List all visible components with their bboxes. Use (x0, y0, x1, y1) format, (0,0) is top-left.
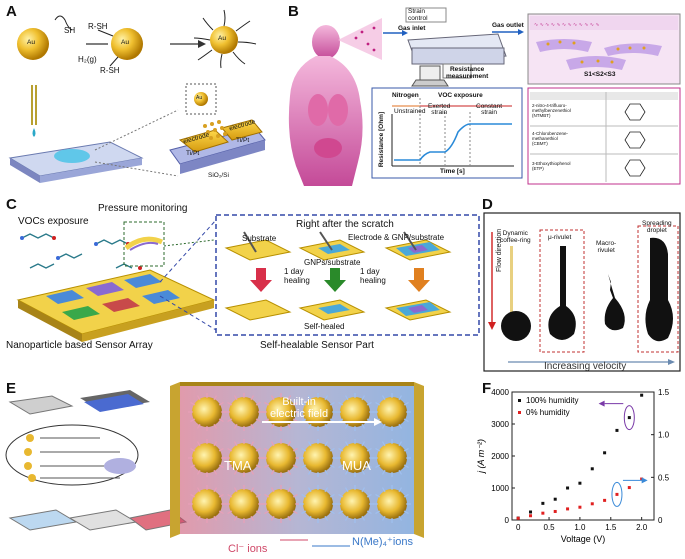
panel-letter-a: A (6, 3, 17, 20)
graph-xlabel: Time [s] (440, 168, 465, 175)
right-after-scratch-label: Right after the scratch (296, 219, 394, 230)
data-point-humid (553, 497, 557, 501)
graph-nitrogen-label: Nitrogen (392, 92, 419, 99)
data-point-dry (578, 505, 582, 509)
graph-constant-label: Constant strain (476, 103, 503, 116)
panel-letter-f: F (482, 380, 492, 397)
strain-order-label: S1<S2<S3 (584, 71, 616, 78)
y2-tick-label: 0 (658, 516, 663, 525)
annotation-ellipse-dry (611, 481, 623, 507)
legend-label: 100% humidity (526, 396, 578, 405)
x-tick-label: 1.5 (605, 523, 617, 532)
au-label-2: Au (121, 39, 129, 46)
data-point-dry (541, 511, 545, 515)
data-point-humid (603, 451, 607, 455)
data-point-humid (578, 481, 582, 485)
tipt-right-label: Ti/Pt (236, 137, 250, 144)
healing-label-1: 1 day healing (284, 267, 310, 285)
self-healable-part-label: Self-healable Sensor Part (260, 340, 374, 351)
graph-exerted-label: Exerted strain (428, 103, 451, 116)
resistance-measurement-label: Resistance measurement (446, 66, 489, 80)
builtin-field-label: Built-in electric field (270, 396, 329, 420)
data-point-dry (590, 502, 594, 506)
d-label-micro-rivulet: μ-rivulet (548, 234, 572, 241)
annotation-arrowhead-left (598, 400, 605, 407)
gas-inlet-label: Gas inlet (398, 25, 426, 32)
annotation-ellipse-humid (623, 405, 635, 431)
rsh-bottom-label: R-SH (100, 66, 120, 75)
substrate-tile-label: Substrate (242, 234, 277, 243)
annotation-arrowhead-right (641, 477, 648, 484)
data-point-dry (529, 514, 533, 518)
y2-tick-label: 1.0 (658, 431, 670, 440)
legend-label: 0% humidity (526, 408, 570, 417)
x-tick-label: 1.0 (574, 523, 586, 532)
data-point-dry (516, 516, 520, 520)
data-point-humid (615, 428, 619, 432)
x-axis-label: Voltage (V) (561, 534, 606, 544)
data-point-humid (566, 486, 570, 490)
rsh-top-label: R-SH (88, 22, 108, 31)
y-tick-label: 3000 (491, 420, 509, 429)
gnps-substrate-label: GNPs/substrate (304, 258, 361, 267)
au-label-1: Au (27, 39, 35, 46)
y2-tick-label: 0.5 (658, 473, 670, 482)
data-point-dry (603, 498, 607, 502)
legend-marker (518, 411, 521, 414)
table-row-3: 3-Ethoxythiophenol (ETP) (532, 161, 571, 171)
y2-tick-label: 1.5 (658, 388, 670, 397)
h2-label: H₂(g) (78, 55, 97, 64)
d-label-macro-rivulet: Macro- rivulet (596, 240, 617, 254)
data-point-dry (615, 492, 619, 496)
sh-label: SH (64, 26, 76, 35)
y-tick-label: 2000 (491, 452, 509, 461)
legend-marker (518, 399, 521, 402)
au-label-3: Au (218, 35, 226, 42)
cl-ions-label: Cl⁻ ions (228, 543, 268, 555)
pressure-monitoring-label: Pressure monitoring (98, 203, 188, 214)
data-point-dry (566, 507, 570, 511)
x-tick-label: 0 (516, 523, 521, 532)
x-tick-label: 0.5 (543, 523, 555, 532)
y-tick-label: 1000 (491, 484, 509, 493)
y-tick-label: 0 (505, 516, 510, 525)
tipt-left-label: Ti/Pt (186, 150, 200, 157)
vocs-exposure-label: VOCs exposure (18, 216, 89, 227)
mua-label: MUA (342, 458, 371, 473)
panel-letter-b: B (288, 3, 299, 20)
data-point-humid (590, 467, 594, 471)
y-tick-label: 4000 (491, 388, 509, 397)
increasing-velocity-label: Increasing velocity (544, 361, 627, 372)
panel-letter-c: C (6, 196, 17, 213)
table-row-1: 2-nitro-4-trifluoro- methylbenzenethiol … (532, 103, 571, 118)
panel-letter-e: E (6, 380, 17, 397)
tma-label: TMA (224, 458, 252, 473)
electrode-gnp-label: Electrode & GNP/substrate (348, 233, 445, 242)
au-label-inset: Au (196, 95, 203, 101)
data-point-humid (640, 393, 644, 397)
data-point-dry (627, 486, 631, 490)
table-row-2: 4-Chlorobenzene- methanethiol (CBMT) (532, 131, 569, 146)
d-label-spreading: Spreading droplet (642, 220, 672, 234)
y-axis-label: j (A m⁻²) (476, 439, 486, 474)
data-point-humid (541, 501, 545, 505)
graph-unstrained-label: Unstrained (394, 108, 426, 115)
data-point-humid (529, 510, 533, 514)
healing-label-2: 1 day healing (360, 267, 386, 285)
data-point-humid (627, 416, 631, 420)
sensor-array-label: Nanoparticle based Sensor Array (6, 340, 153, 351)
graph-voc-label: VOC exposure (438, 92, 483, 99)
d-label-coffee-ring: Dynamic coffee-ring (500, 230, 531, 244)
nme-ions-label: N(Me)₄⁺ions (352, 536, 414, 548)
strain-control-label: Strain control (408, 8, 428, 22)
self-healed-label: Self-healed (304, 322, 345, 331)
gas-outlet-label: Gas outlet (492, 22, 524, 29)
x-tick-label: 2.0 (636, 523, 648, 532)
substrate-label: SiO₂/Si (208, 172, 229, 179)
data-point-dry (553, 509, 557, 513)
panel-letter-d: D (482, 196, 493, 213)
